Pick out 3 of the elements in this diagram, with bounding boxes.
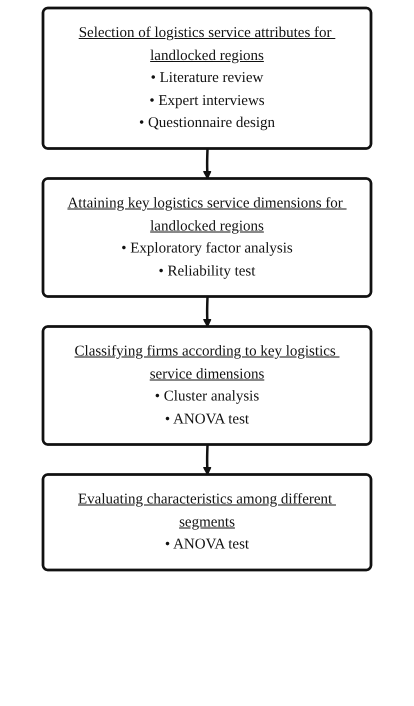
arrow bbox=[202, 444, 212, 476]
arrow bbox=[202, 296, 212, 328]
arrow bbox=[202, 148, 212, 180]
